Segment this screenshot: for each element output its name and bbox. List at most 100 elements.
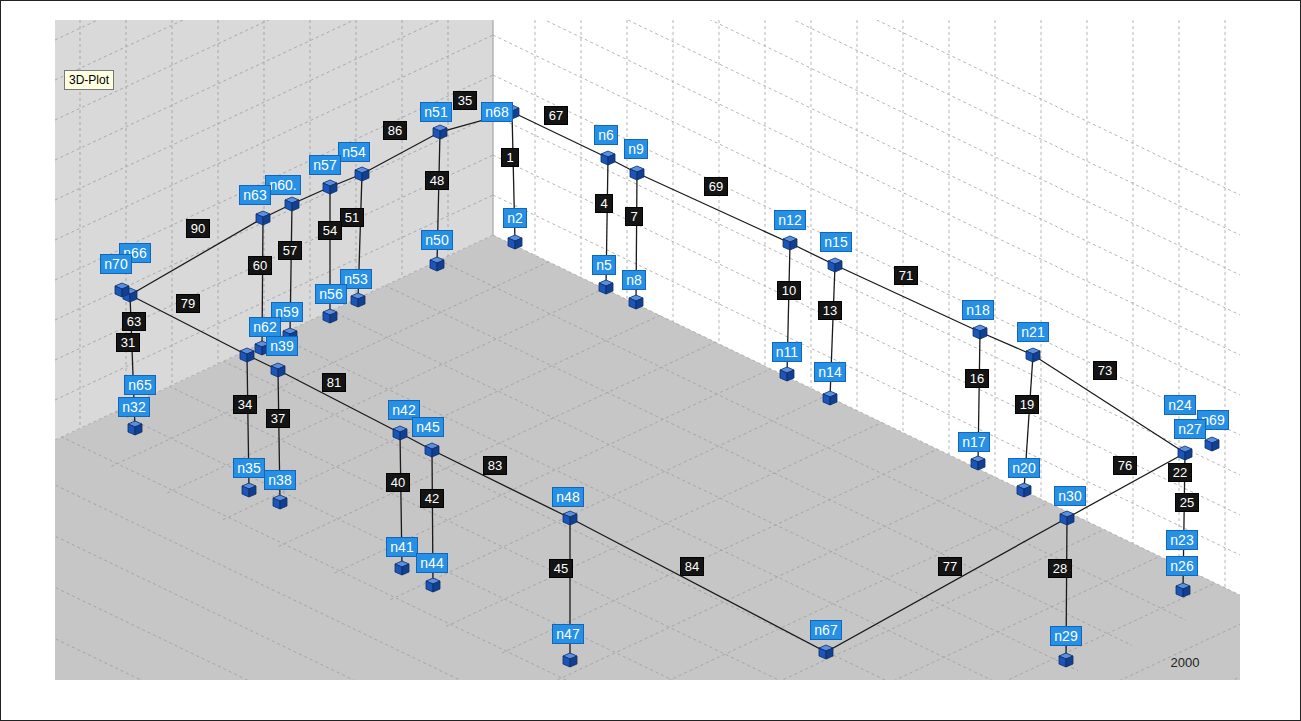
node-tag: n11 (772, 342, 802, 362)
element-number: 4 (595, 194, 612, 213)
element-number: 16 (965, 369, 989, 388)
element-number-text: 34 (238, 398, 252, 411)
element-number: 22 (1168, 463, 1192, 482)
node-tag-text: n12 (778, 213, 801, 227)
element-number: 19 (1015, 395, 1039, 414)
element-number-text: 84 (685, 560, 699, 573)
element-number-text: 71 (899, 269, 913, 282)
node-cube (285, 197, 299, 211)
node-tag: n65 (124, 375, 155, 395)
node-cube (271, 363, 285, 377)
element-number: 84 (680, 557, 704, 576)
node-cube (355, 167, 369, 181)
element-number-text: 19 (1020, 398, 1034, 411)
node-tag-text: n44 (420, 556, 443, 570)
element-number-text: 1 (506, 151, 513, 164)
node-tag: n48 (552, 487, 583, 507)
plot-tooltip: 3D-Plot (64, 70, 114, 90)
node-cube (433, 125, 447, 139)
element-number: 90 (186, 219, 210, 238)
node-tag-text: n6 (598, 128, 614, 142)
node-tag-text: n67 (814, 623, 837, 637)
node-cube (1205, 437, 1219, 451)
node-cube (780, 367, 794, 381)
element-number-text: 57 (283, 244, 297, 257)
node-cube (426, 578, 440, 592)
node-cube (630, 166, 644, 180)
node-tag-text: n50 (425, 233, 448, 247)
node-tag: n30 (1054, 486, 1085, 506)
node-tag-text: n23 (1170, 533, 1193, 547)
element-number-text: 35 (458, 94, 472, 107)
element-number: 54 (318, 221, 342, 240)
node-tag-text: n20 (1012, 461, 1035, 475)
node-tag: n27 (1174, 419, 1205, 439)
node-tag-text: n9 (628, 142, 644, 156)
node-tag: n51 (420, 102, 451, 122)
element-number: 83 (483, 456, 507, 475)
element-number-text: 60 (253, 259, 267, 272)
node-cube (393, 426, 407, 440)
element-number-text: 22 (1173, 466, 1187, 479)
node-tag: n47 (552, 624, 583, 644)
element-number-text: 25 (1180, 496, 1194, 509)
node-cube (973, 325, 987, 339)
element-number-text: 83 (488, 459, 502, 472)
node-tag: n39 (266, 336, 297, 356)
node-tag-text: n27 (1178, 422, 1201, 436)
node-tag-text: n60. (269, 178, 296, 192)
element-number-text: 67 (549, 109, 563, 122)
element-number-text: 81 (327, 376, 341, 389)
node-tag-text: n14 (818, 365, 841, 379)
node-tag-text: n63 (243, 188, 266, 202)
element-number-text: 42 (425, 492, 439, 505)
element-number: 42 (420, 489, 444, 508)
node-tag: n26 (1166, 556, 1197, 576)
node-tag-text: n42 (392, 403, 415, 417)
node-tag: n35 (233, 458, 264, 478)
node-cube (971, 456, 985, 470)
node-cube (601, 151, 615, 165)
node-tag: n41 (386, 537, 417, 557)
element-number: 69 (704, 177, 728, 196)
node-tag-text: n57 (313, 158, 336, 172)
node-cube (1178, 446, 1192, 460)
element-number: 51 (340, 208, 364, 227)
node-tag: n70 (100, 254, 131, 274)
node-cube (1060, 511, 1074, 525)
element-number: 73 (1093, 361, 1117, 380)
element-number-text: 73 (1098, 364, 1112, 377)
node-cube (1059, 653, 1073, 667)
node-cube (425, 443, 439, 457)
node-tag-text: n39 (270, 339, 293, 353)
node-tag: n57 (309, 155, 340, 175)
element-number: 31 (116, 333, 140, 352)
node-tag: n18 (962, 300, 993, 320)
element-number: 79 (176, 294, 200, 313)
element-number: 35 (453, 91, 477, 110)
node-tag-text: n26 (1170, 559, 1193, 573)
node-tag: n21 (1017, 322, 1048, 342)
element-number-text: 13 (823, 304, 837, 317)
node-tag: n68 (481, 102, 512, 122)
node-tag-text: n48 (556, 490, 579, 504)
node-cube (508, 235, 522, 249)
node-cube (128, 421, 142, 435)
node-cube (115, 283, 129, 297)
node-tag-text: n11 (776, 345, 798, 359)
element-number-text: 90 (191, 222, 205, 235)
node-tag-text: n24 (1168, 398, 1191, 412)
element-number: 7 (625, 207, 642, 226)
node-tag: n63 (239, 185, 270, 205)
element-number: 37 (266, 409, 290, 428)
node-tag: n54 (338, 142, 369, 162)
node-tag: n29 (1050, 626, 1081, 646)
node-tag-text: n62 (253, 320, 276, 334)
node-cube (563, 511, 577, 525)
element-number: 71 (894, 266, 918, 285)
node-cube (599, 280, 613, 294)
node-tag-text: n47 (556, 627, 579, 641)
element-number: 76 (1113, 456, 1137, 475)
element-number: 48 (425, 171, 449, 190)
